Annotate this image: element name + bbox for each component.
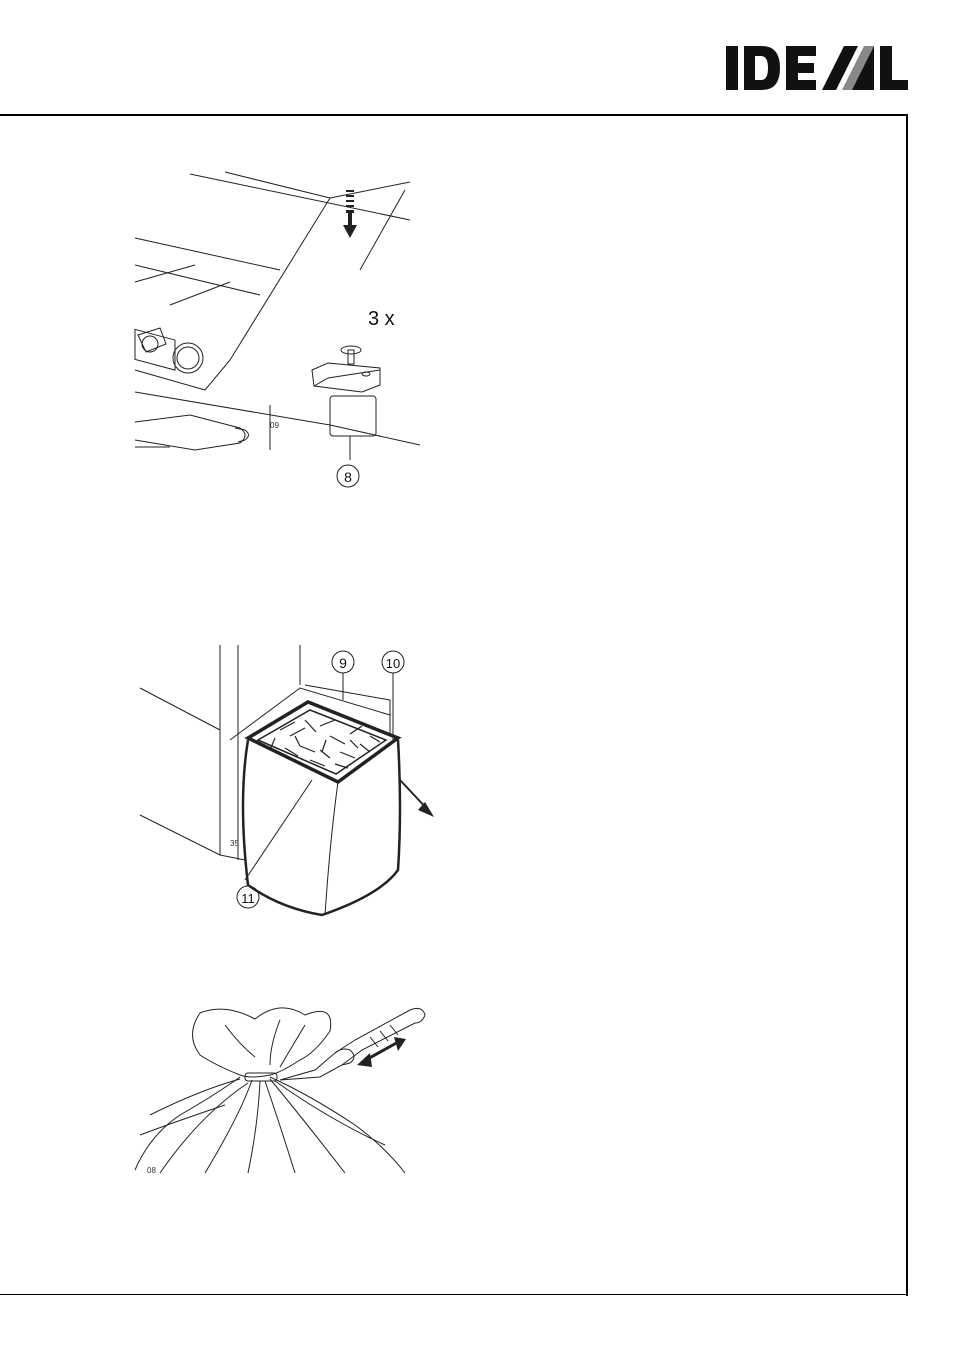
figure3-code: 08 bbox=[147, 1166, 156, 1175]
callout-8: 8 bbox=[344, 469, 352, 485]
frame-top-rule bbox=[0, 114, 908, 116]
callout-11: 11 bbox=[241, 891, 255, 906]
figure1-code: 09 bbox=[270, 421, 279, 430]
frame-bottom-rule bbox=[0, 1294, 908, 1295]
figure-waste-bag-removal: 9 10 11 35 bbox=[130, 640, 440, 920]
figure2-code: 35 bbox=[230, 839, 239, 848]
callout-10: 10 bbox=[386, 656, 400, 671]
repeat-count-label: 3 x bbox=[368, 308, 395, 330]
figure-tie-bag: 08 bbox=[130, 995, 440, 1180]
figure-oil-button: 3 x 8 09 bbox=[130, 160, 420, 490]
ideal-logo bbox=[724, 42, 910, 94]
callout-9: 9 bbox=[339, 655, 347, 671]
frame-right-rule bbox=[906, 114, 908, 1296]
